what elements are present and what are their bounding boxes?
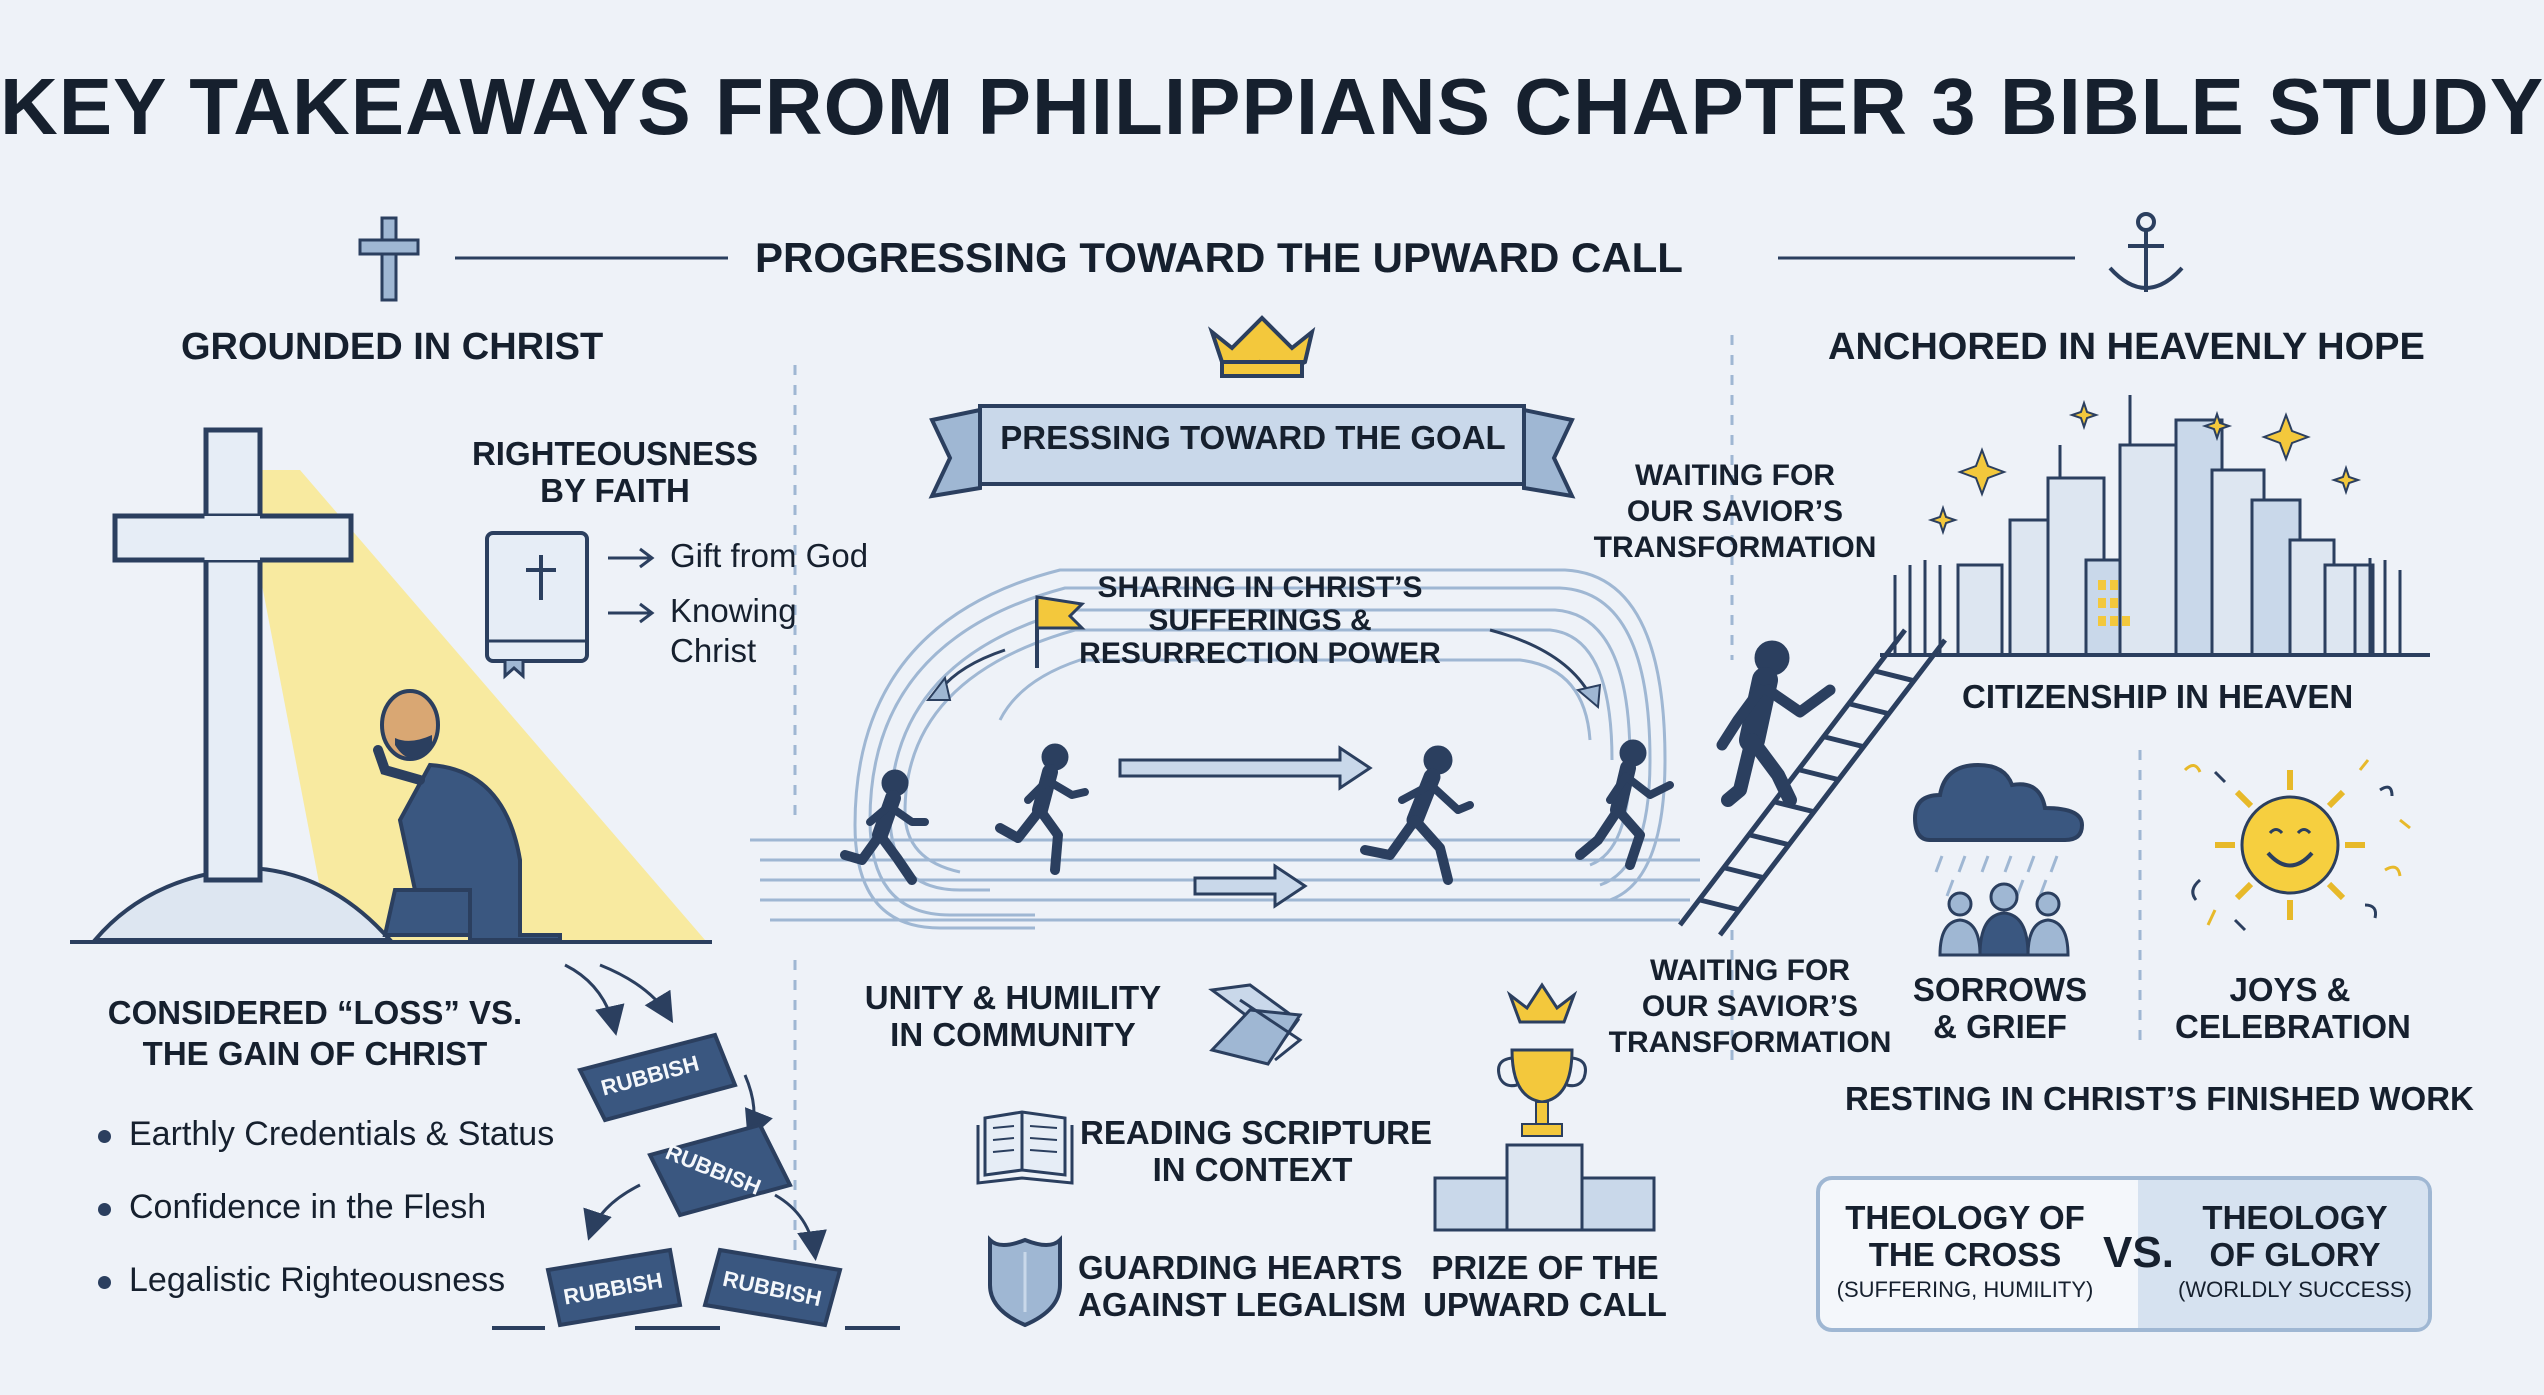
trophy-podium-icon [1433,982,1656,1232]
loss-line2: THE GAIN OF CHRIST [142,1034,488,1072]
track-arrows [925,628,1602,909]
track-line1: SHARING IN CHRIST’S [1097,571,1423,604]
righteousness-item: Knowing [670,592,797,629]
joys-line: JOYS & [2229,971,2351,1008]
theology-glory-note: (WORLDLY SUCCESS) [2178,1276,2412,1302]
loss-heading: CONSIDERED “LOSS” VS. THE GAIN OF CHRIST [80,994,550,1073]
bible-icon [485,531,589,680]
joined-hands-icon [1208,983,1303,1066]
rubbish-block-2 [647,1122,793,1218]
theology-comparison-box [1816,1176,2432,1332]
unity-caption: UNITY & HUMILITY IN COMMUNITY [858,979,1168,1054]
climbing-person-icon [1716,640,1836,807]
page-title: KEY TAKEAWAYS FROM PHILIPPIANS CHAPTER 3… [0,62,2544,151]
righteousness-line2: BY FAITH [540,471,690,509]
ribbon-label: PRESSING TOWARD THE GOAL [1000,419,1506,456]
smiling-sun-icon [2215,770,2365,920]
bullet-dot-icon [98,1275,111,1289]
track-line2: SUFFERINGS & [1148,604,1372,637]
falling-arrows [564,963,827,1261]
gate-fence [1880,558,2430,657]
section-dividers [793,335,2142,1320]
praying-person-icon [373,689,562,942]
rain-cloud-icon [1912,762,2085,897]
runner-icon-4 [1575,739,1674,870]
bullet-dot-icon [98,1202,111,1216]
prize-line2: UPWARD CALL [1423,1285,1667,1323]
light-beam [240,470,705,940]
joys-caption: JOYS & CELEBRATION [2175,971,2411,1046]
crown-icon [1207,315,1316,378]
left-heading: GROUNDED IN CHRIST [181,326,604,368]
sorrows-line: SORROWS [1912,971,2088,1008]
loss-bullet: Confidence in the Flesh [98,1188,486,1226]
ladder-icon [1678,628,1947,937]
reading-line2: IN CONTEXT [1152,1150,1353,1188]
waiting-line: OUR SAVIOR’S [1641,990,1859,1023]
loss-bullet: Legalistic Righteousness [98,1261,505,1299]
runner-icon-3 [1360,745,1474,885]
runner-icon-2 [995,743,1089,875]
section-banner-title: PROGRESSING TOWARD THE UPWARD CALL [755,234,1683,281]
unity-line1: UNITY & HUMILITY [864,979,1162,1016]
joys-line: CELEBRATION [2175,1007,2411,1045]
waiting-line: WAITING FOR [1650,954,1850,987]
righteousness-line1: RIGHTEOUSNESS [471,435,759,472]
loss-line1: CONSIDERED “LOSS” VS. [107,994,523,1031]
waiting-caption-bottom: WAITING FOR OUR SAVIOR’S TRANSFORMATION [1600,953,1900,1061]
unity-line2: IN COMMUNITY [890,1015,1136,1053]
anchor-icon [2108,212,2184,292]
sorrows-caption: SORROWS & GRIEF [1905,971,2095,1046]
flag-icon [1035,595,1086,668]
city-skyline-icon [1956,395,2375,657]
track-caption: SHARING IN CHRIST’S SUFFERINGS & RESURRE… [1060,571,1460,670]
theology-glory: THEOLOGY OF GLORY (WORLDLY SUCCESS) [2170,1199,2420,1303]
waiting-line: OUR SAVIOR’S [1626,495,1844,528]
ribbon-banner [928,404,1576,499]
guarding-line2: AGAINST LEGALISM [1078,1285,1407,1323]
theology-cross-line: THEOLOGY OF [1845,1199,2085,1236]
rubbish-block-1 [577,1032,738,1123]
waiting-line: WAITING FOR [1635,459,1835,492]
guarding-line1: GUARDING HEARTS [1078,1249,1403,1286]
waiting-caption-top: WAITING FOR OUR SAVIOR’S TRANSFORMATION [1590,458,1880,566]
theology-cross-line: THE CROSS [1868,1235,2062,1273]
sorrows-line: & GRIEF [1933,1007,2067,1045]
righteousness-item: Christ [670,632,757,669]
right-heading: ANCHORED IN HEAVENLY HOPE [1828,326,2425,368]
open-book-icon [976,1110,1074,1185]
vs-label: VS. [2103,1228,2174,1277]
theology-glory-line: OF GLORY [2209,1235,2381,1273]
waiting-line: TRANSFORMATION [1608,1026,1892,1059]
righteousness-heading: RIGHTEOUSNESS BY FAITH [450,435,780,510]
cross-icon [358,216,420,302]
arrow-icon [608,547,655,624]
guarding-caption: GUARDING HEARTS AGAINST LEGALISM [1078,1249,1407,1324]
track-line3: RESURRECTION POWER [1079,637,1441,670]
theology-glory-line: THEOLOGY [2202,1199,2388,1236]
waiting-line: TRANSFORMATION [1593,531,1877,564]
resting-label: RESTING IN CHRIST’S FINISHED WORK [1845,1080,2474,1117]
large-cross-icon [112,427,354,883]
loss-bullet: Earthly Credentials & Status [98,1115,554,1153]
runner-icon-1 [840,769,929,885]
rubbish-block-4 [702,1247,843,1328]
theology-cross: THEOLOGY OF THE CROSS (SUFFERING, HUMILI… [1835,1199,2095,1303]
citizenship-label: CITIZENSHIP IN HEAVEN [1962,678,2354,715]
bullet-dot-icon [98,1129,111,1143]
grieving-people-icon [1938,882,2070,957]
rubbish-block-3 [545,1247,683,1328]
reading-caption: READING SCRIPTURE IN CONTEXT [1080,1114,1433,1189]
shield-icon [988,1235,1062,1328]
reading-line1: READING SCRIPTURE [1080,1114,1433,1151]
confetti-icons [2183,759,2411,932]
prize-line1: PRIZE OF THE [1431,1249,1659,1286]
righteousness-item: Gift from God [670,537,869,574]
sparkle-icons [1927,399,2362,536]
prize-caption: PRIZE OF THE UPWARD CALL [1415,1249,1675,1324]
theology-cross-note: (SUFFERING, HUMILITY) [1836,1276,2094,1302]
